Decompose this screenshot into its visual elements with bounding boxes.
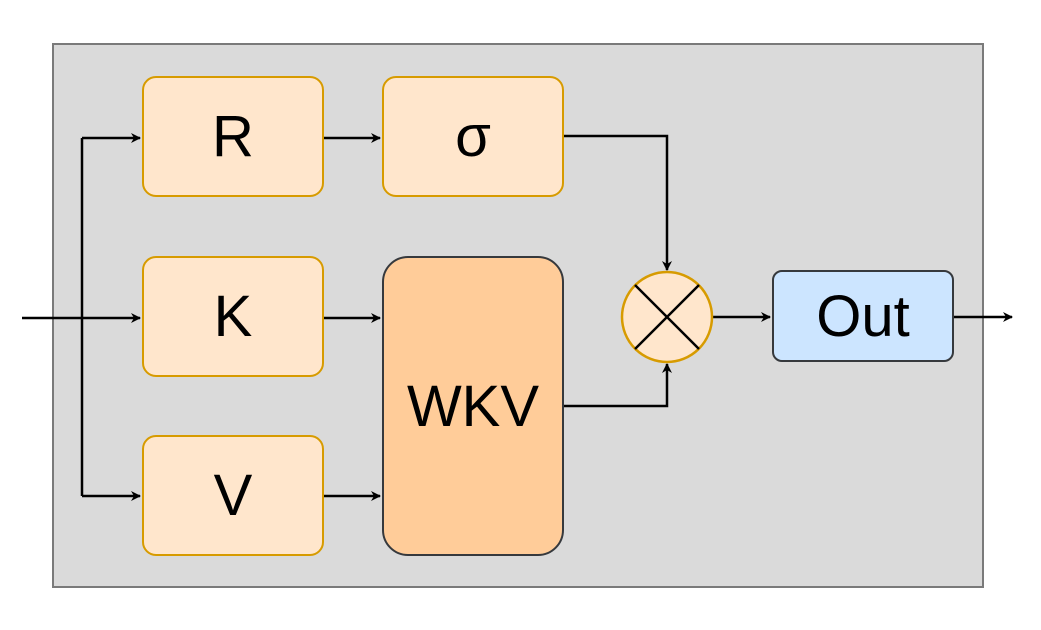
node-k: K <box>142 256 324 377</box>
node-k-label: K <box>213 284 253 349</box>
node-v-label: V <box>213 463 253 528</box>
node-r: R <box>142 76 324 197</box>
node-wkv-label: WKV <box>406 373 540 439</box>
node-sigma-label: σ <box>455 104 491 169</box>
node-out: Out <box>772 270 954 362</box>
arrow-wkv-to-multiply <box>564 363 672 408</box>
node-v: V <box>142 435 324 556</box>
node-out-label: Out <box>816 283 910 349</box>
multiply-node <box>620 270 714 364</box>
node-r-label: R <box>212 104 254 169</box>
node-sigma: σ <box>382 76 564 197</box>
node-wkv: WKV <box>382 256 564 556</box>
arrow-sigma-to-multiply <box>564 134 672 271</box>
